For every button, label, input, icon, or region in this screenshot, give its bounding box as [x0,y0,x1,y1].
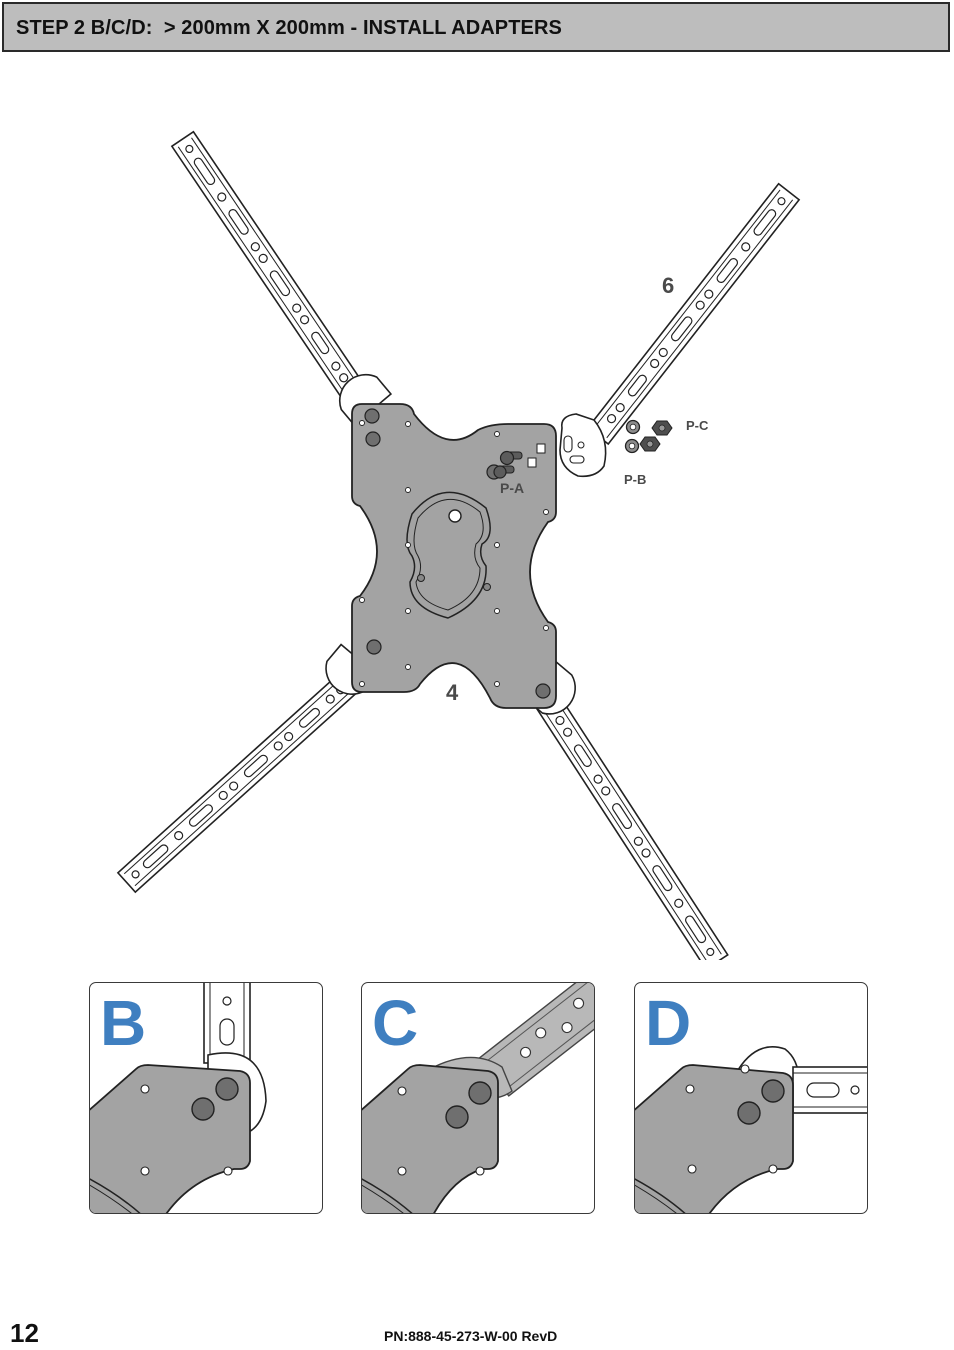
step-title: STEP 2 B/C/D: > 200mm X 200mm - INSTALL … [16,17,562,39]
detail-b-drawing [90,983,267,1213]
panel-letter-b: B [100,987,147,1059]
step-header-bar: STEP 2 B/C/D: > 200mm X 200mm - INSTALL … [2,2,950,52]
p-c-nuts [639,420,673,452]
p-b-washers [624,419,641,454]
lower-left-arm [117,664,367,893]
adapter-number-label: 6 [662,273,674,298]
panel-letter-c: C [372,987,419,1059]
detail-panel-c: C [361,982,595,1214]
part-a-label: P-A [500,480,524,496]
detail-panel-d: D [634,982,868,1214]
mount-assembly-diagram: 4 6 P-A P-B P-C [117,130,800,960]
upper-right-adapter-arm [586,182,800,445]
detail-d-drawing [635,1046,867,1213]
part-c-label: P-C [686,418,709,433]
part-number: PN:888-45-273-W-00 RevD [384,1328,558,1344]
panel-letter-d: D [645,987,692,1059]
adapter-end-plate [559,413,607,478]
lower-right-arm [536,694,729,960]
page-number: 12 [10,1318,39,1348]
part-b-label: P-B [624,472,646,487]
mounting-plate [351,403,557,709]
plate-number-label: 4 [446,680,459,705]
detail-c-drawing [362,983,594,1213]
p-a-screws [493,450,523,479]
upper-left-arm [171,130,368,405]
detail-panel-b: B [89,982,323,1214]
